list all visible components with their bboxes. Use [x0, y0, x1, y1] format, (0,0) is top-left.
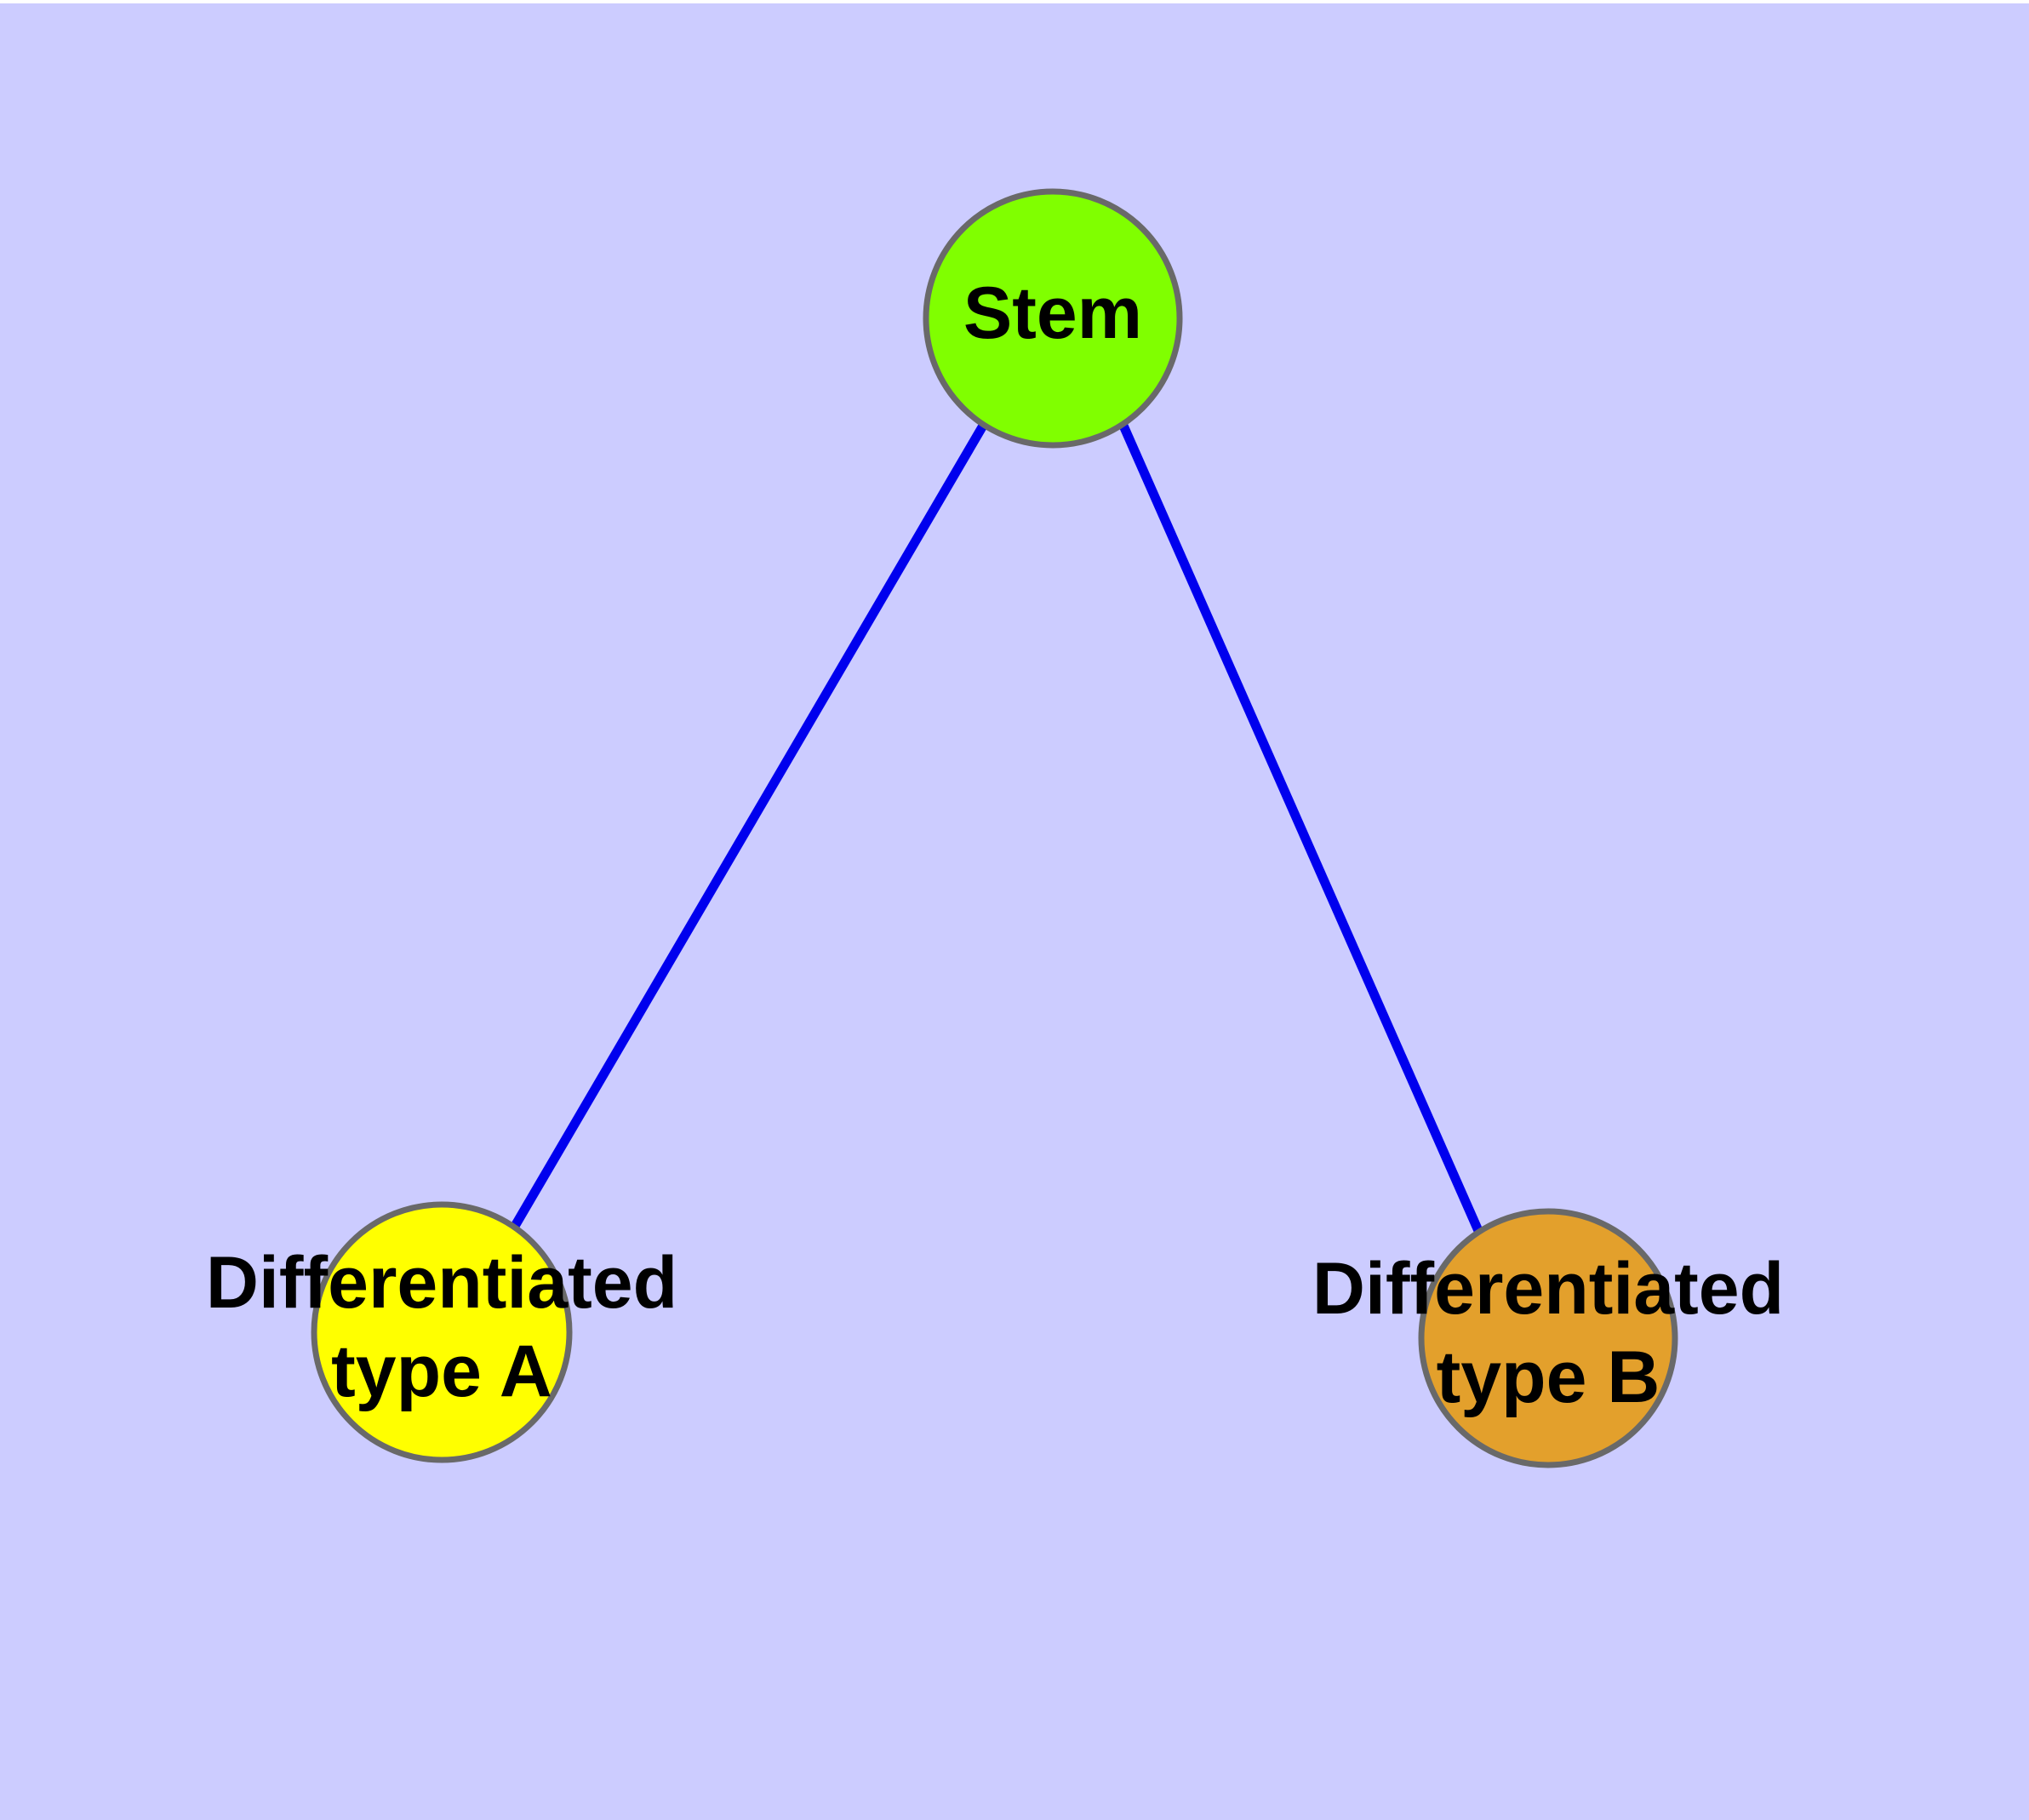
- node-circle-diff-a[interactable]: [311, 1201, 573, 1463]
- node-label-line: type B: [1437, 1336, 1660, 1418]
- node-circle-stem[interactable]: [923, 188, 1183, 449]
- node-label-stem: Stem: [963, 272, 1142, 354]
- edge-stem-diff-b[interactable]: [1118, 423, 1484, 1235]
- edge-stem-diff-a[interactable]: [510, 423, 987, 1230]
- node-circle-diff-b[interactable]: [1418, 1208, 1678, 1468]
- node-label-line: Differentiated: [1312, 1248, 1784, 1330]
- node-label-line: Differentiated: [206, 1242, 677, 1324]
- edge-layer: [510, 423, 1484, 1235]
- node-stem[interactable]: Stem: [923, 188, 1183, 449]
- node-label-line: type A: [331, 1331, 552, 1412]
- node-label-line: Stem: [963, 272, 1142, 354]
